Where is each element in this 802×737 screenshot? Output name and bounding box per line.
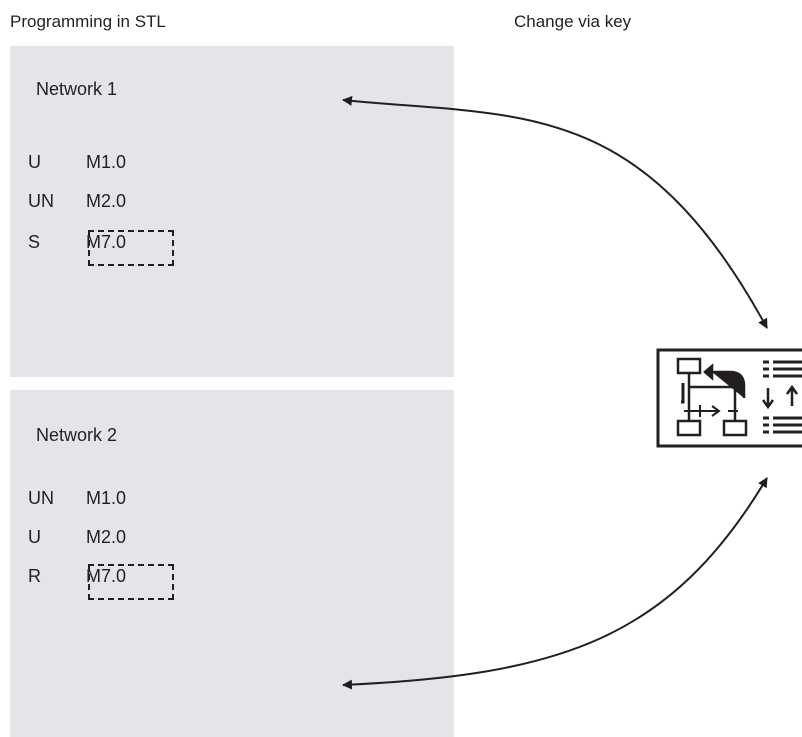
instruction-operand: M1.0 [86, 488, 127, 508]
instruction-operand: M1.0 [86, 152, 127, 172]
network-1-title: Network 1 [36, 79, 118, 99]
operand-highlight-box [88, 564, 174, 600]
instruction-op: S [28, 232, 41, 252]
instruction-op: UN [28, 488, 54, 508]
instruction-operand: M2.0 [86, 527, 127, 547]
caption-programming-in-stl: Programming in STL [10, 12, 166, 31]
caption-change-via-key: Change via key [514, 12, 632, 31]
operand-highlight-box [88, 230, 174, 266]
toggle-view-key-icon[interactable] [656, 348, 802, 448]
lower-curved-double-arrow [342, 477, 768, 690]
instruction-op: U [28, 527, 41, 547]
instruction-op: R [28, 566, 41, 586]
instruction-op: UN [28, 191, 54, 211]
instruction-operand: M7.0 [86, 232, 127, 252]
network-2-title: Network 2 [36, 425, 118, 445]
instruction-operand: M2.0 [86, 191, 127, 211]
instruction-operand: M7.0 [86, 566, 127, 586]
upper-curved-double-arrow [342, 95, 768, 329]
instruction-op: U [28, 152, 41, 172]
